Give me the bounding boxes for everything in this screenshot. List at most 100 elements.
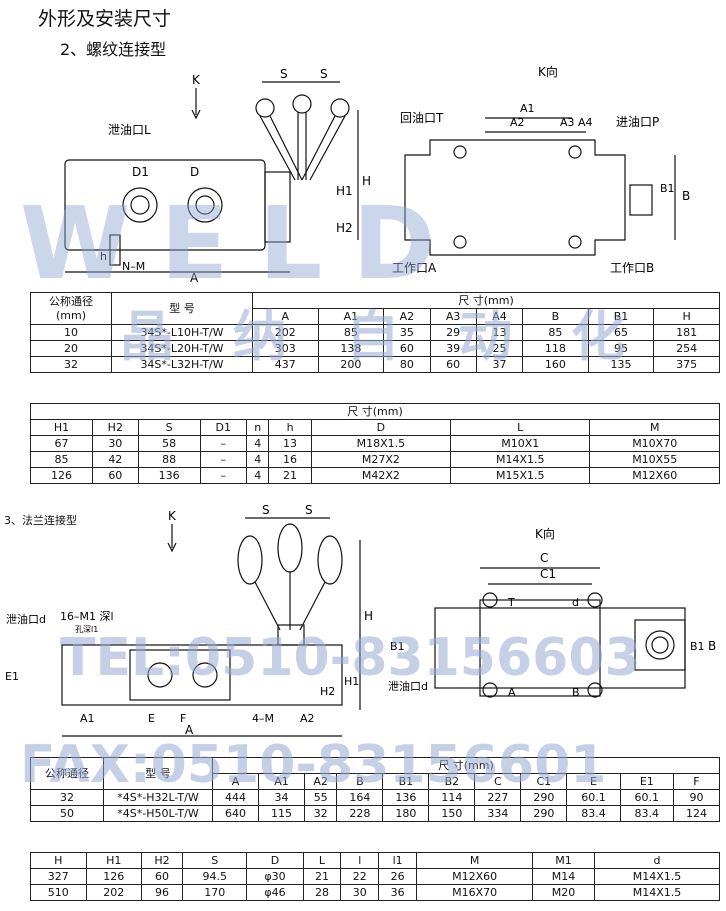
th-col: B <box>522 308 589 325</box>
th-col: D <box>310 419 452 436</box>
cell: 94.5 <box>182 868 248 885</box>
cell: 42 <box>91 451 139 468</box>
label-h1: H1 <box>336 184 353 198</box>
label-b-2: B <box>708 639 716 653</box>
cell: 60 <box>140 868 184 885</box>
cell: 4 <box>245 451 270 468</box>
label-h2: H2 <box>336 221 353 235</box>
cell: 22 <box>340 868 380 885</box>
cell: 32 <box>303 805 338 822</box>
cell: M14X1.5 <box>593 884 721 901</box>
cell: M27X2 <box>310 451 452 468</box>
cell: φ30 <box>246 868 304 885</box>
cell: 4 <box>245 467 270 484</box>
cell: M14 <box>532 868 595 885</box>
th-col: A <box>212 773 259 790</box>
label-k-view-2: K向 <box>535 526 555 541</box>
cell: 202 <box>85 884 142 901</box>
cell: 85 <box>30 451 93 468</box>
label-a2-2: A2 <box>300 712 315 725</box>
cell: 510 <box>30 884 87 901</box>
th-nominal-label: 公称通径 <box>49 294 93 308</box>
th-col: A3 <box>429 308 477 325</box>
th-dim: 尺 寸(mm) <box>252 292 720 309</box>
cell: 118 <box>522 340 589 357</box>
cell: 32 <box>30 789 104 806</box>
cell: 13 <box>475 324 524 341</box>
cell: 164 <box>336 789 384 806</box>
cell: 640 <box>212 805 259 822</box>
cell: M10X70 <box>589 435 720 452</box>
label-s-right-2: S <box>305 503 313 517</box>
label-b: B <box>682 189 690 203</box>
th-col: M1 <box>532 852 595 869</box>
label-a-2: A <box>185 723 194 737</box>
cell: 228 <box>336 805 384 822</box>
cell: 135 <box>587 356 655 373</box>
cell: M14X1.5 <box>450 451 591 468</box>
cell: 96 <box>140 884 184 901</box>
th-col: H1 <box>30 419 93 436</box>
label-t: T <box>507 596 515 609</box>
cell: M10X55 <box>589 451 720 468</box>
th-col: H <box>653 308 720 325</box>
cell: 90 <box>672 789 721 806</box>
cell: 60 <box>91 467 139 484</box>
th-col: E <box>566 773 621 790</box>
cell: 136 <box>137 467 201 484</box>
th-col: M <box>416 852 534 869</box>
cell: 126 <box>85 868 142 885</box>
th-col: C <box>474 773 522 790</box>
cell: M18X1.5 <box>310 435 452 452</box>
th-nominal-unit: (mm) <box>55 308 86 322</box>
cell: 126 <box>30 467 93 484</box>
cell: – <box>199 435 247 452</box>
label-a3: A3 <box>560 116 575 129</box>
label-work-b: 工作口B <box>610 261 654 275</box>
label-s-left: S <box>280 67 288 81</box>
threaded-dimension-table-1: 公称通径(mm) 型 号 尺 寸(mm) A A1 A2 A3 A4 B B1 … <box>30 292 720 373</box>
cell: 200 <box>317 356 385 373</box>
cell: 254 <box>653 340 720 357</box>
th-col: L <box>302 852 342 869</box>
flanged-valve-front-drawing: K S S 泄油口d 16–M1 深l 孔深l1 E1 H2 H1 H A1 E… <box>5 503 373 737</box>
th-col: H1 <box>85 852 142 869</box>
th-col: H2 <box>140 852 184 869</box>
cell: – <box>199 451 247 468</box>
label-f: F <box>180 712 186 725</box>
label-nm: N–M <box>122 260 145 273</box>
cell: 227 <box>474 789 522 806</box>
cell: 34S*-L32H-T/W <box>111 356 253 373</box>
cell: 60 <box>429 356 477 373</box>
label-b1: B1 <box>660 182 675 195</box>
cell: 16 <box>268 451 312 468</box>
th-col: H2 <box>91 419 139 436</box>
cell: 21 <box>268 467 312 484</box>
label-h-2: H <box>364 609 373 623</box>
cell: 303 <box>252 340 319 357</box>
cell: 290 <box>520 805 568 822</box>
cell: 80 <box>383 356 431 373</box>
label-a: A <box>190 271 199 285</box>
label-return-t: 回油口T <box>400 111 444 125</box>
cell: 60.1 <box>619 789 674 806</box>
label-drain-d: 泄油口d <box>6 612 46 626</box>
th-col: h <box>268 419 312 436</box>
th-col: S <box>182 852 248 869</box>
cell: 34 <box>257 789 305 806</box>
label-inlet-p: 进油口P <box>616 115 659 129</box>
label-a1: A1 <box>520 102 535 115</box>
th-col: A2 <box>383 308 431 325</box>
cell: 180 <box>382 805 430 822</box>
cell: 60 <box>383 340 431 357</box>
cell: 36 <box>378 884 418 901</box>
cell: M14X1.5 <box>593 868 721 885</box>
label-drain-l: 泄油口L <box>108 123 151 137</box>
